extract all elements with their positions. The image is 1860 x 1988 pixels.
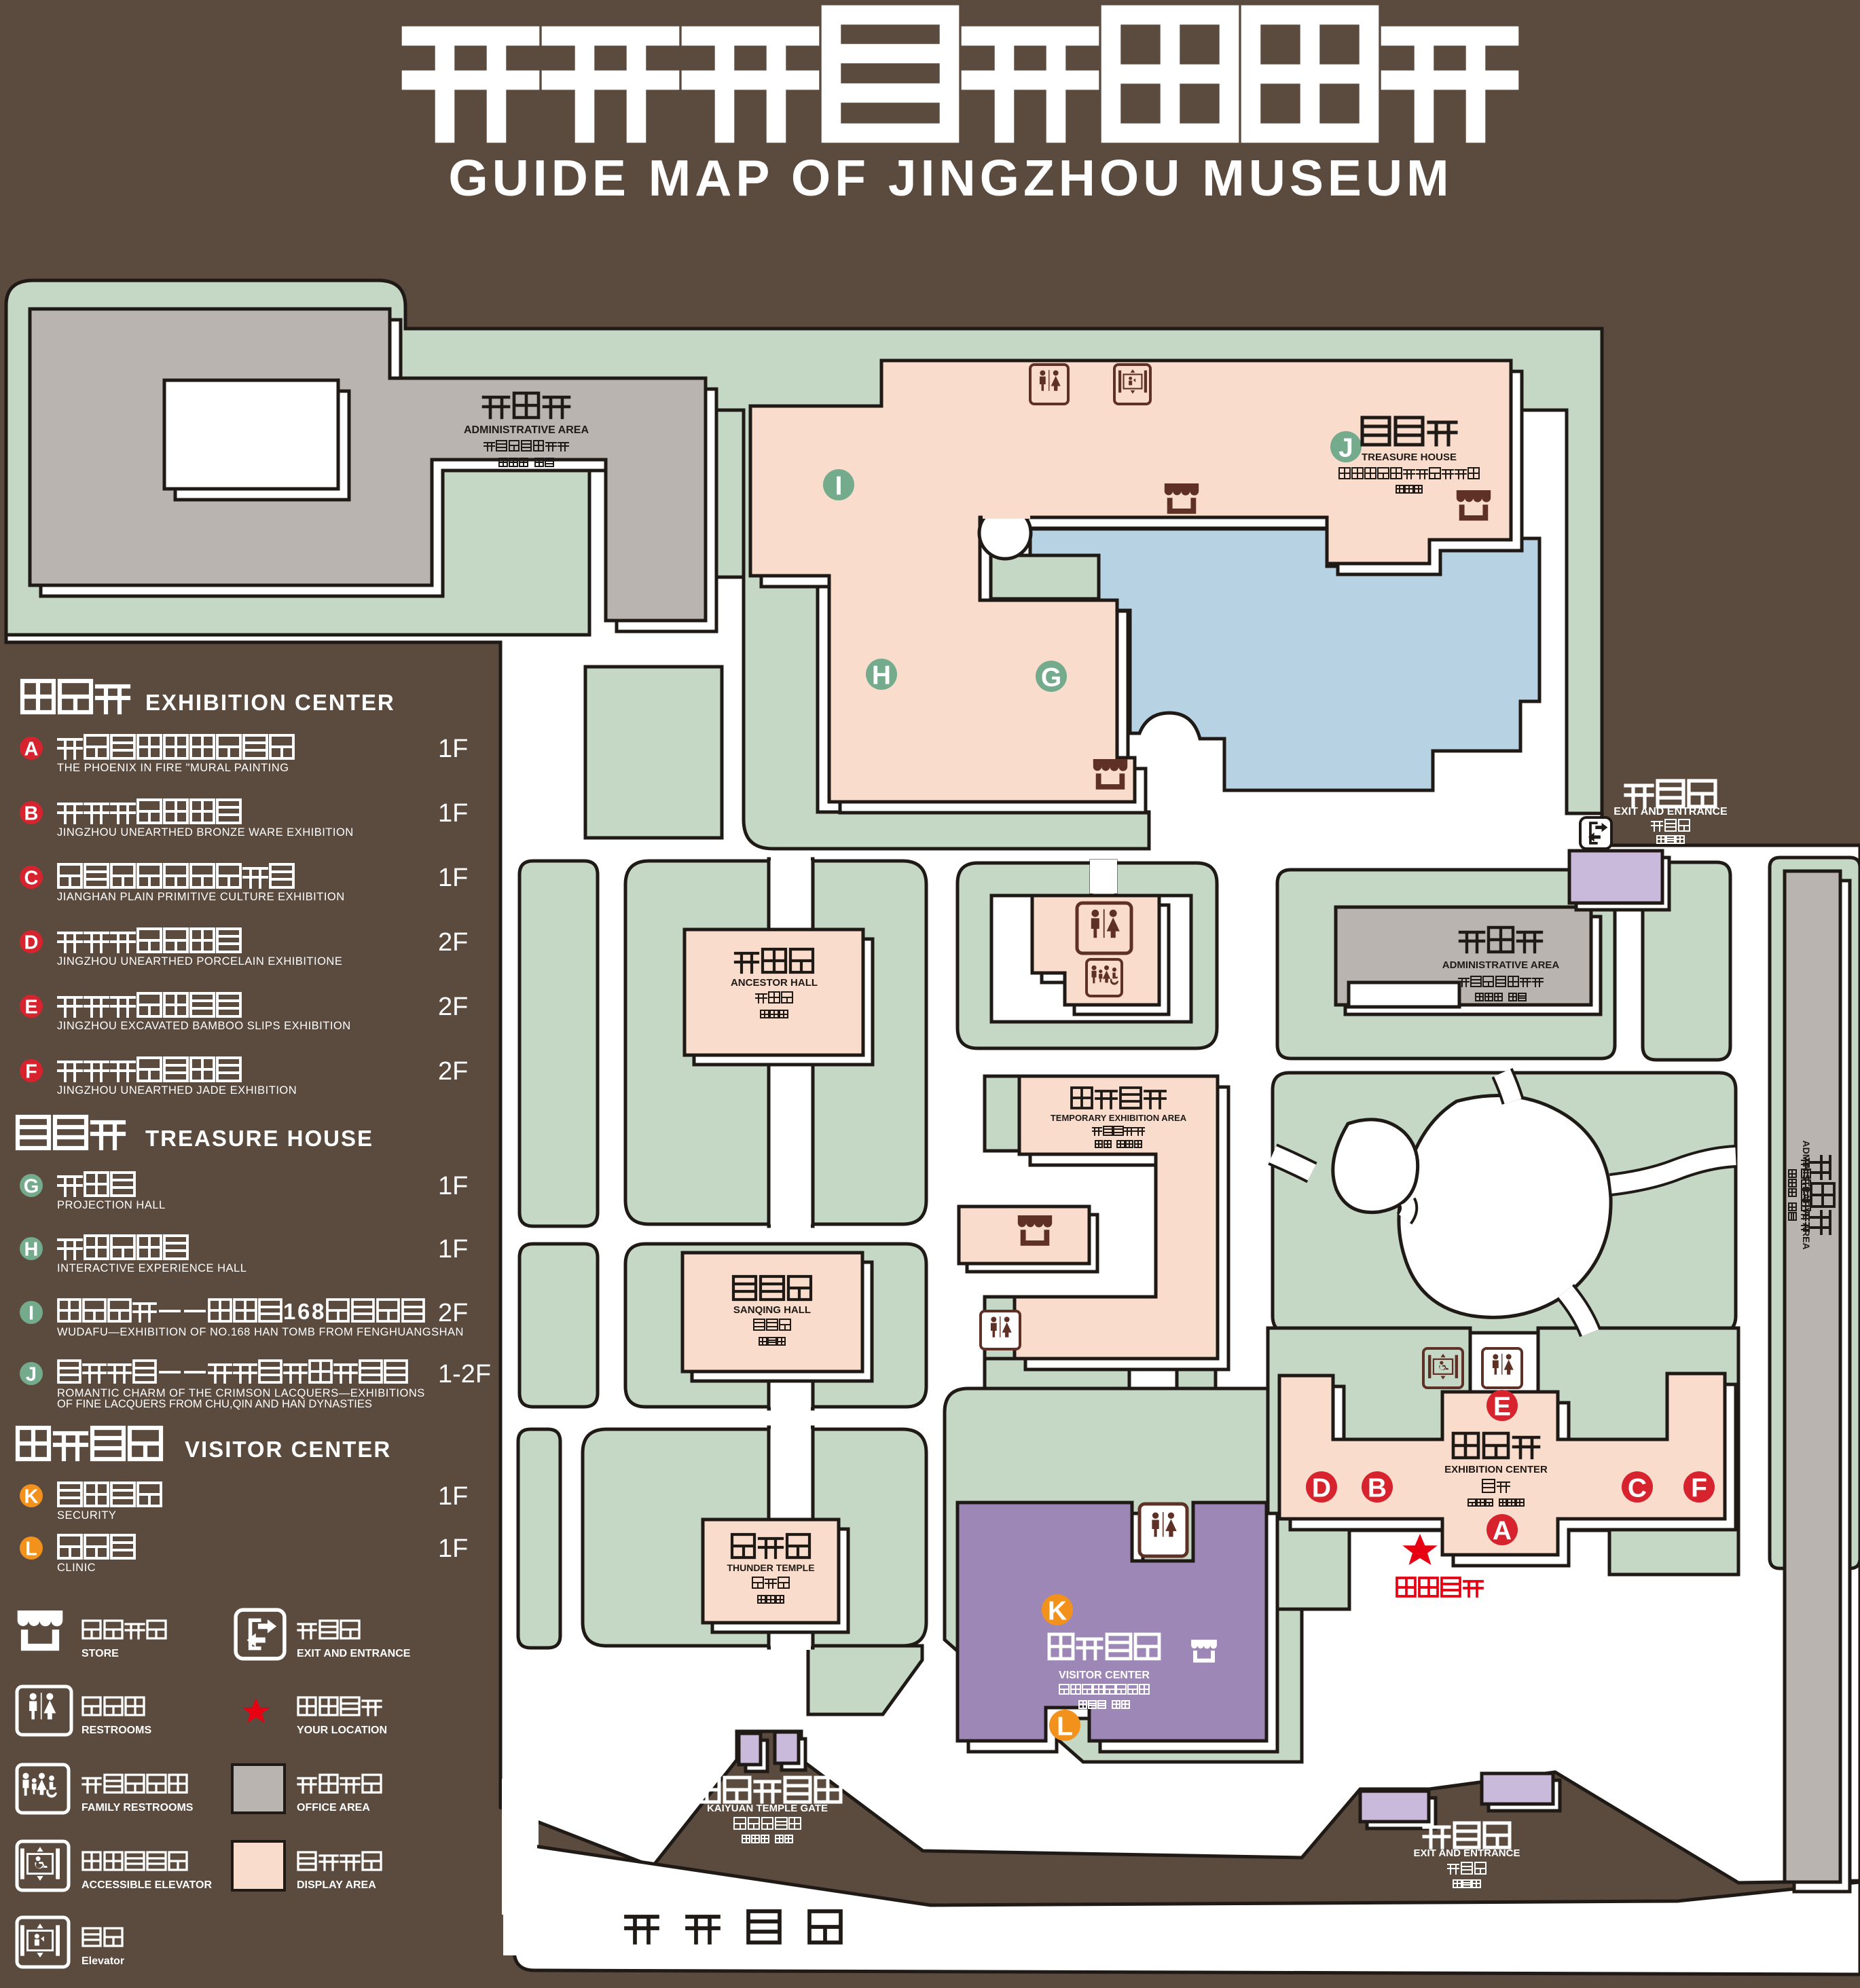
svg-text:1F: 1F xyxy=(438,1482,468,1511)
svg-text:ADMINISTRATIVE AREA: ADMINISTRATIVE AREA xyxy=(1442,959,1560,971)
svg-text:D: D xyxy=(1312,1473,1331,1503)
svg-text:B: B xyxy=(1368,1473,1387,1503)
svg-text:GUIDE MAP OF JINGZHOU MUSEUM: GUIDE MAP OF JINGZHOU MUSEUM xyxy=(448,149,1453,206)
svg-text:B: B xyxy=(24,803,39,825)
svg-text:TEMPORARY EXHIBITION AREA: TEMPORARY EXHIBITION AREA xyxy=(1051,1113,1187,1123)
svg-text:JINGZHOU UNEARTHED PORCELAIN E: JINGZHOU UNEARTHED PORCELAIN EXHIBITIONE xyxy=(57,955,342,968)
svg-text:WUDAFU—EXHIBITION OF NO.168 HA: WUDAFU—EXHIBITION OF NO.168 HAN TOMB FRO… xyxy=(57,1326,464,1338)
svg-text:DISPLAY AREA: DISPLAY AREA xyxy=(297,1879,376,1891)
svg-text:H: H xyxy=(24,1239,39,1261)
svg-text:THUNDER TEMPLE: THUNDER TEMPLE xyxy=(727,1562,814,1573)
svg-text:JINGZHOU EXCAVATED BAMBOO SLIP: JINGZHOU EXCAVATED BAMBOO SLIPS EXHIBITI… xyxy=(57,1020,351,1032)
svg-text:I: I xyxy=(835,471,843,500)
svg-text:1F: 1F xyxy=(438,799,468,828)
svg-text:H: H xyxy=(872,661,891,690)
svg-text:ROMANTIC CHARM OF THE CRIMSON: ROMANTIC CHARM OF THE CRIMSON LACQUERS—E… xyxy=(57,1387,425,1399)
svg-text:K: K xyxy=(1048,1596,1067,1625)
svg-text:ACCESSIBLE ELEVATOR: ACCESSIBLE ELEVATOR xyxy=(81,1879,212,1891)
svg-text:8: 8 xyxy=(312,1299,324,1324)
svg-text:EXIT AND ENTRANCE: EXIT AND ENTRANCE xyxy=(1414,1847,1520,1859)
svg-text:SECURITY: SECURITY xyxy=(57,1509,116,1522)
svg-text:2F: 2F xyxy=(438,1057,468,1086)
svg-text:THE PHOENIX IN FIRE "MURAL PAI: THE PHOENIX IN FIRE "MURAL PAINTING xyxy=(57,762,289,774)
svg-text:CLINIC: CLINIC xyxy=(57,1562,96,1574)
svg-text:E: E xyxy=(24,997,37,1018)
svg-text:VISITOR CENTER: VISITOR CENTER xyxy=(185,1437,391,1462)
svg-text:1-2F: 1-2F xyxy=(438,1360,491,1388)
svg-text:SANQING HALL: SANQING HALL xyxy=(733,1304,811,1316)
svg-text:FAMILY RESTROOMS: FAMILY RESTROOMS xyxy=(81,1802,194,1814)
svg-text:I: I xyxy=(29,1303,34,1325)
svg-text:F: F xyxy=(1691,1473,1707,1503)
svg-text:EXIT AND ENTRANCE: EXIT AND ENTRANCE xyxy=(1613,806,1728,817)
svg-text:ADMINISTRATIVE AREA: ADMINISTRATIVE AREA xyxy=(464,424,589,436)
svg-text:PROJECTION HALL: PROJECTION HALL xyxy=(57,1199,166,1211)
svg-text:F: F xyxy=(25,1061,37,1083)
svg-text:L: L xyxy=(1057,1712,1073,1741)
svg-text:1F: 1F xyxy=(438,1172,468,1200)
svg-text:C: C xyxy=(24,868,39,889)
svg-text:2F: 2F xyxy=(438,1299,468,1327)
svg-text:STORE: STORE xyxy=(81,1648,119,1659)
svg-text:EXIT AND ENTRANCE: EXIT AND ENTRANCE xyxy=(297,1648,411,1659)
svg-text:L: L xyxy=(25,1539,37,1560)
svg-text:1F: 1F xyxy=(438,864,468,892)
svg-text:A: A xyxy=(1493,1516,1512,1545)
svg-text:1: 1 xyxy=(283,1299,295,1324)
svg-text:EXHIBITION CENTER: EXHIBITION CENTER xyxy=(145,690,395,715)
svg-text:ANCESTOR HALL: ANCESTOR HALL xyxy=(731,977,818,989)
svg-text:J: J xyxy=(26,1364,37,1386)
svg-text:D: D xyxy=(24,932,39,954)
svg-text:JIANGHAN PLAIN PRIMITIVE CULTU: JIANGHAN PLAIN PRIMITIVE CULTURE EXHIBIT… xyxy=(57,891,345,903)
svg-text:JINGZHOU UNEARTHED JADE EXHIBI: JINGZHOU UNEARTHED JADE EXHIBITION xyxy=(57,1084,297,1097)
svg-text:YOUR LOCATION: YOUR LOCATION xyxy=(297,1725,387,1736)
svg-text:1F: 1F xyxy=(438,1235,468,1264)
svg-text:2F: 2F xyxy=(438,993,468,1021)
svg-text:OF FINE LACQUERS FROM CHU,QIN: OF FINE LACQUERS FROM CHU,QIN AND HAN DY… xyxy=(57,1398,372,1410)
svg-text:2F: 2F xyxy=(438,928,468,957)
svg-text:INTERACTIVE EXPERIENCE HALL: INTERACTIVE EXPERIENCE HALL xyxy=(57,1262,247,1274)
svg-text:6: 6 xyxy=(297,1299,310,1324)
svg-text:RESTROOMS: RESTROOMS xyxy=(81,1725,151,1736)
svg-text:TREASURE HOUSE: TREASURE HOUSE xyxy=(145,1126,373,1151)
svg-text:OFFICE AREA: OFFICE AREA xyxy=(297,1802,370,1814)
svg-text:E: E xyxy=(1493,1392,1511,1421)
svg-text:K: K xyxy=(24,1486,39,1508)
svg-text:1F: 1F xyxy=(438,1534,468,1563)
svg-text:1F: 1F xyxy=(438,735,468,763)
svg-text:TREASURE HOUSE: TREASURE HOUSE xyxy=(1362,452,1457,463)
svg-text:J: J xyxy=(1338,433,1353,462)
svg-text:G: G xyxy=(1041,663,1061,692)
svg-text:EXHIBITION CENTER: EXHIBITION CENTER xyxy=(1444,1464,1548,1475)
svg-text:A: A xyxy=(24,739,39,760)
svg-text:Elevator: Elevator xyxy=(81,1955,124,1967)
svg-text:KAIYUAN TEMPLE GATE: KAIYUAN TEMPLE GATE xyxy=(707,1803,828,1814)
svg-text:G: G xyxy=(24,1176,39,1198)
svg-text:VISITOR CENTER: VISITOR CENTER xyxy=(1059,1670,1150,1681)
svg-text:C: C xyxy=(1628,1473,1647,1503)
svg-text:JINGZHOU UNEARTHED BRONZE WARE: JINGZHOU UNEARTHED BRONZE WARE EXHIBITIO… xyxy=(57,826,354,839)
